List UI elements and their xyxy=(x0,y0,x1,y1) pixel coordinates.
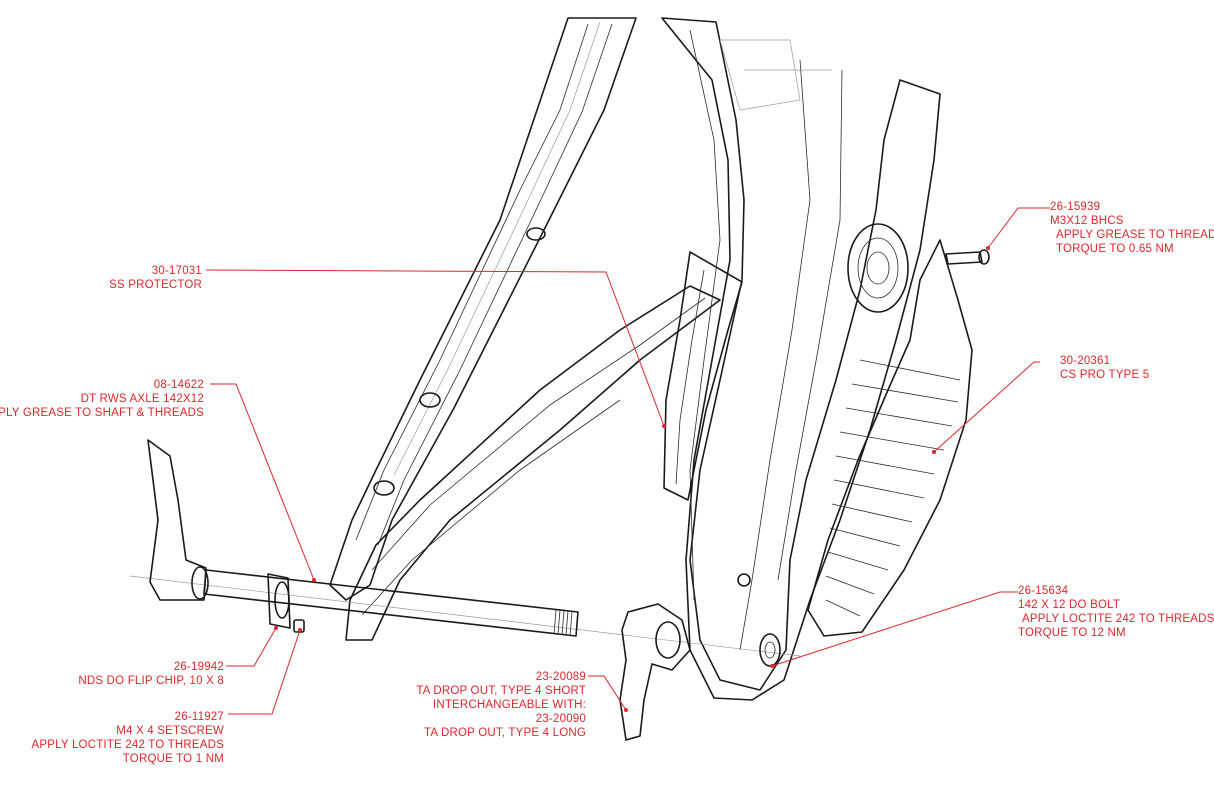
dropout xyxy=(619,603,691,741)
dropout-line-2: INTERCHANGEABLE WITH: xyxy=(432,699,586,711)
dropout-line-4: TA DROP OUT, TYPE 4 LONG xyxy=(423,727,586,739)
callout-do-bolt: 26-15634 142 X 12 DO BOLT APPLY LOCTITE … xyxy=(1018,584,1214,640)
flip-chip-part-number: 26-19942 xyxy=(173,661,224,673)
chainstay xyxy=(345,285,721,641)
bottom-bracket xyxy=(847,223,909,313)
ss-protector-part-number: 30-17031 xyxy=(151,265,202,277)
setscrew-line-1: M4 X 4 SETSCREW xyxy=(116,725,224,737)
cs-pro-part-number: 30-20361 xyxy=(1060,355,1111,367)
callout-axle: 08-14622 DT RWS AXLE 142X12 APPLY GREASE… xyxy=(0,378,204,420)
axle-line-1: DT RWS AXLE 142X12 xyxy=(80,393,204,405)
axle-part-number: 08-14622 xyxy=(153,379,204,391)
do-bolt-line-3: TORQUE TO 12 NM xyxy=(1018,627,1126,639)
setscrew-part-number: 26-11927 xyxy=(174,711,224,723)
setscrew-line-2: APPLY LOCTITE 242 TO THREADS xyxy=(31,739,224,751)
callout-leaders xyxy=(205,207,1050,715)
left-rear-stay xyxy=(329,17,637,601)
flip-chip-line-1: NDS DO FLIP CHIP, 10 X 8 xyxy=(78,675,224,687)
cs-pro-line-1: CS PRO TYPE 5 xyxy=(1060,369,1150,381)
bhcs-line-2: APPLY GREASE TO THREADS xyxy=(1056,229,1214,241)
callout-ss-protector: 30-17031 SS PROTECTOR xyxy=(109,264,202,292)
bhcs-line-3: TORQUE TO 0.65 NM xyxy=(1056,243,1174,255)
callout-bhcs: 26-15939 M3X12 BHCS APPLY GREASE TO THRE… xyxy=(1050,200,1214,256)
callout-flip-chip: 26-19942 NDS DO FLIP CHIP, 10 X 8 xyxy=(78,660,224,688)
ss-protector xyxy=(663,251,743,501)
callout-dropout: 23-20089 TA DROP OUT, TYPE 4 SHORT INTER… xyxy=(416,670,586,740)
mount-holes xyxy=(373,227,751,587)
dropout-part-number: 23-20089 xyxy=(535,671,586,683)
right-rear-stay xyxy=(661,17,941,701)
do-bolt-line-1: 142 X 12 DO BOLT xyxy=(1018,599,1121,611)
bhcs-line-1: M3X12 BHCS xyxy=(1050,215,1124,227)
callout-cs-pro: 30-20361 CS PRO TYPE 5 xyxy=(1060,354,1149,382)
do-bolt-part-number: 26-15634 xyxy=(1018,585,1069,597)
bhcs-part-number: 26-15939 xyxy=(1050,201,1101,213)
ss-protector-line-1: SS PROTECTOR xyxy=(109,279,202,291)
do-bolt-line-2: APPLY LOCTITE 242 TO THREADS xyxy=(1022,613,1214,625)
do-bolt xyxy=(759,633,781,667)
cs-protector xyxy=(807,239,973,637)
axle-line-2: APPLY GREASE TO SHAFT & THREADS xyxy=(0,407,204,419)
dropout-line-3: 23-20090 xyxy=(535,713,586,725)
callout-setscrew: 26-11927 M4 X 4 SETSCREW APPLY LOCTITE 2… xyxy=(32,710,224,766)
bhcs-screw xyxy=(945,249,990,265)
setscrew-line-3: TORQUE TO 1 NM xyxy=(122,753,224,765)
dropout-line-1: TA DROP OUT, TYPE 4 SHORT xyxy=(416,685,586,697)
